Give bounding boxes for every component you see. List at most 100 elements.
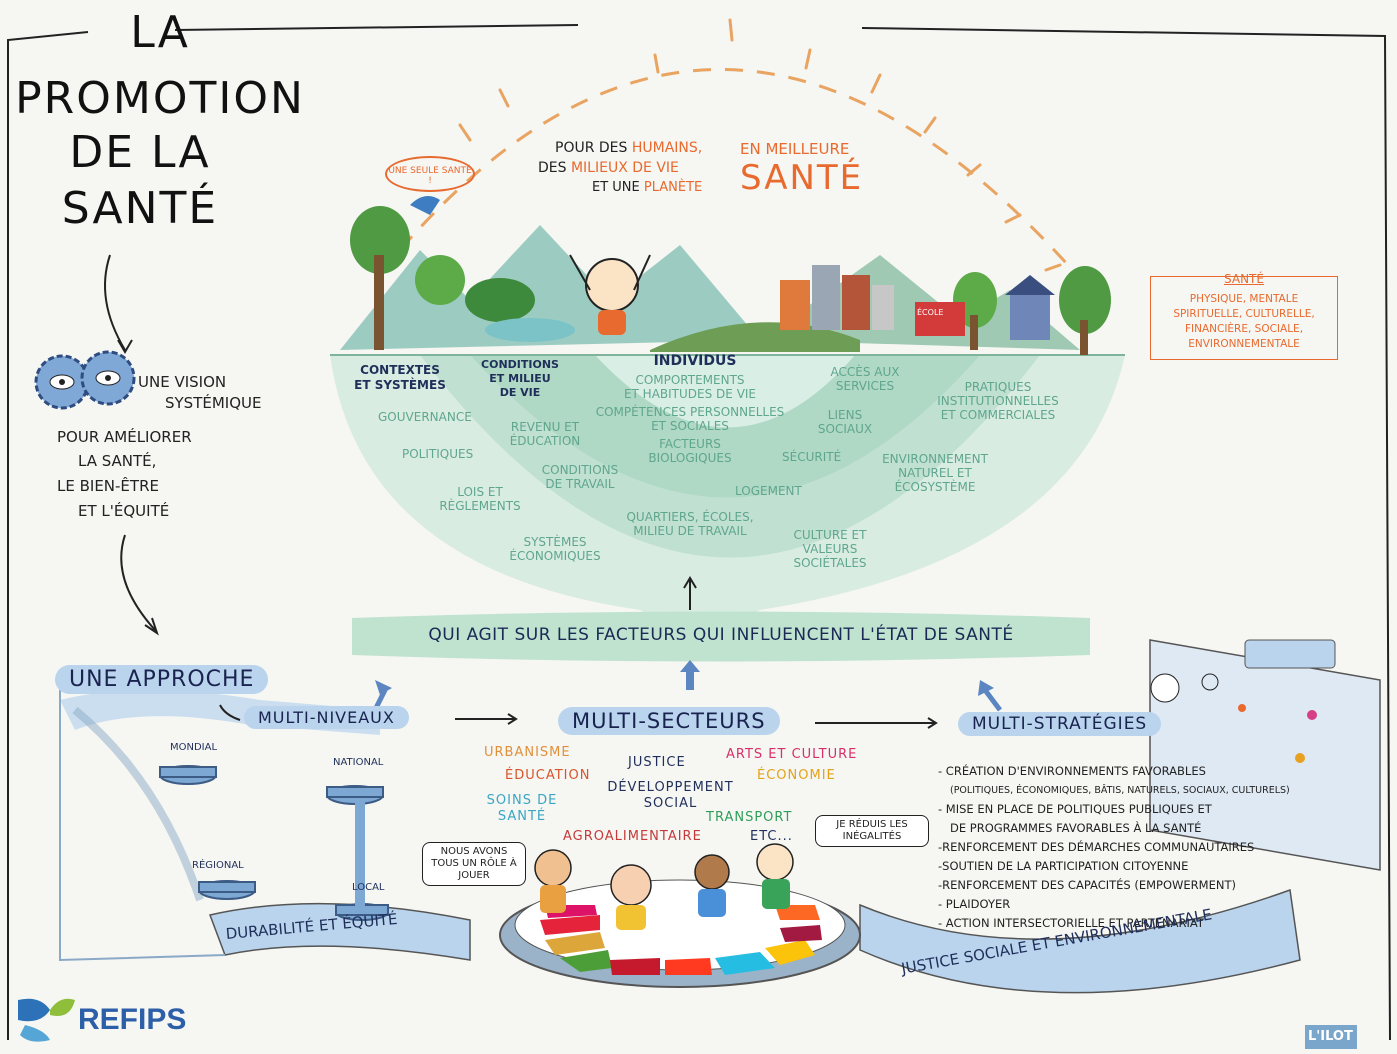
school-sign: ÉCOLE <box>917 308 944 317</box>
institutional-practices-2: INSTITUTIONNELLES <box>937 394 1059 408</box>
access-services-1: ACCÈS AUX <box>830 365 900 379</box>
level-regional: RÉGIONAL <box>192 860 244 871</box>
strategy-2-detail: DE PROGRAMMES FAVORABLES À LA SANTÉ <box>950 821 1202 835</box>
health-box-title: SANTÉ <box>1224 272 1264 286</box>
vision-goal-2: LA SANTÉ, <box>78 452 157 470</box>
sector-economy: ÉCONOMIE <box>757 768 836 783</box>
level-local: LOCAL <box>352 882 385 893</box>
income-education: REVENU ET ÉDUCATION <box>490 420 600 448</box>
security: SÉCURITÉ <box>782 450 842 464</box>
natural-environment-3: ÉCOSYSTÈME <box>894 480 976 494</box>
housing: LOGEMENT <box>735 484 802 498</box>
culture-values-1: CULTURE ET <box>793 528 867 542</box>
vision-goal-1: POUR AMÉLIORER <box>57 428 192 446</box>
role-speech-bubble: NOUS AVONS TOUS UN RÔLE À JOUER <box>422 842 526 886</box>
contexts-title-2: ET SYSTÈMES <box>354 378 446 392</box>
economic-systems-2: ÉCONOMIQUES <box>509 549 601 563</box>
natural-environment: ENVIRONNEMENT NATUREL ET ÉCOSYSTÈME <box>880 452 990 494</box>
strategy-1-detail: (POLITIQUES, ÉCONOMIQUES, BÂTIS, NATUREL… <box>950 785 1290 796</box>
culture-values-2: VALEURS <box>802 542 858 556</box>
strategy-1: - CRÉATION D'ENVIRONNEMENTS FAVORABLES <box>938 764 1206 778</box>
level-national: NATIONAL <box>333 757 384 768</box>
health-dimensions-box <box>1150 276 1338 360</box>
work-conditions-2: DE TRAVAIL <box>545 477 615 491</box>
slogan-better: EN MEILLEURE <box>740 140 850 158</box>
multi-sectors-pill: MULTI-SECTEURS <box>558 707 780 735</box>
sector-care: SOINS DE SANTÉ <box>482 793 562 825</box>
access-services-2: SERVICES <box>835 379 895 393</box>
policies: POLITIQUES <box>402 447 474 461</box>
ind-skills: COMPÉTENCES PERSONNELLES ET SOCIALES <box>595 405 785 433</box>
contexts-title-1: CONTEXTES <box>360 363 440 377</box>
social-ties-1: LIENS <box>827 408 863 422</box>
neighborhoods-1: QUARTIERS, ÉCOLES, <box>626 510 754 524</box>
approach-pill: UNE APPROCHE <box>55 665 269 694</box>
slogan-line-1: POUR DES HUMAINS, <box>555 140 702 156</box>
institutional-practices: PRATIQUES INSTITUTIONNELLES ET COMMERCIA… <box>928 380 1068 422</box>
contexts-title: CONTEXTES ET SYSTÈMES <box>345 363 455 393</box>
health-box-line-4: ENVIRONNEMENTALE <box>1188 338 1300 350</box>
sector-agrifood: AGROALIMENTAIRE <box>563 829 702 844</box>
sector-justice: JUSTICE <box>628 755 686 770</box>
institutional-practices-3: ET COMMERCIALES <box>940 408 1056 422</box>
ind-behaviors: COMPORTEMENTS ET HABITUDES DE VIE <box>600 373 780 401</box>
laws: LOIS ET RÈGLEMENTS <box>425 485 535 513</box>
governance: GOUVERNANCE <box>378 410 472 424</box>
strategy-4: -SOUTIEN DE LA PARTICIPATION CITOYENNE <box>938 859 1189 873</box>
strategy-7: - ACTION INTERSECTORIELLE ET PARTENARIAT <box>938 916 1204 930</box>
sector-care-2: SANTÉ <box>497 809 547 824</box>
conditions-title-1: CONDITIONS <box>481 358 559 371</box>
neighborhoods-2: MILIEU DE TRAVAIL <box>633 524 747 538</box>
vision-label-2: SYSTÉMIQUE <box>165 394 262 412</box>
slogan-milieux: MILIEUX DE VIE <box>570 160 679 176</box>
culture-values-3: SOCIÉTALES <box>793 556 867 570</box>
slogan-text-2: DES <box>538 160 567 176</box>
laws-1: LOIS ET <box>457 485 503 499</box>
strategy-2: - MISE EN PLACE DE POLITIQUES PUBLIQUES … <box>938 802 1212 816</box>
natural-environment-2: NATUREL ET <box>898 466 972 480</box>
ind-skills-2: ET SOCIALES <box>651 419 729 433</box>
individuals-title: INDIVIDUS <box>653 353 737 369</box>
vision-goal-4: ET L'ÉQUITÉ <box>78 502 170 520</box>
sun-arc <box>398 68 1092 291</box>
social-ties: LIENS SOCIAUX <box>800 408 890 436</box>
sector-arts: ARTS ET CULTURE <box>726 747 858 762</box>
refips-logo-text: REFIPS <box>78 1003 187 1036</box>
economic-systems-1: SYSTÈMES <box>523 535 587 549</box>
main-banner: QUI AGIT SUR LES FACTEURS QUI INFLUENCEN… <box>428 625 1014 645</box>
natural-environment-1: ENVIRONNEMENT <box>882 452 988 466</box>
culture-values: CULTURE ET VALEURS SOCIÉTALES <box>775 528 885 570</box>
strategy-6: - PLAIDOYER <box>938 897 1011 911</box>
social-ties-2: SOCIAUX <box>817 422 873 436</box>
health-box-line-2: SPIRITUELLE, CULTURELLE, <box>1173 308 1315 320</box>
sector-transport: TRANSPORT <box>706 810 793 825</box>
institutional-practices-1: PRATIQUES <box>964 380 1032 394</box>
income-education-2: ÉDUCATION <box>509 434 581 448</box>
neighborhoods: QUARTIERS, ÉCOLES, MILIEU DE TRAVAIL <box>610 510 770 538</box>
sector-education: ÉDUCATION <box>505 768 591 783</box>
ind-skills-1: COMPÉTENCES PERSONNELLES <box>595 405 785 419</box>
vision-label-1: UNE VISION <box>138 373 227 391</box>
slogan-text-3: ET UNE <box>592 180 640 195</box>
strategy-5: -RENFORCEMENT DES CAPACITÉS (EMPOWERMENT… <box>938 878 1236 892</box>
ind-biological-1: FACTEURS <box>659 437 721 451</box>
title-line-2: PROMOTION <box>15 73 305 124</box>
sector-social-dev-2: SOCIAL <box>643 796 698 811</box>
health-box-line-3: FINANCIÈRE, SOCIALE, <box>1184 323 1304 335</box>
ilot-logo: L'ILOT <box>1308 1029 1353 1044</box>
health-box-line-1: PHYSIQUE, MENTALE <box>1189 293 1299 305</box>
ind-behaviors-1: COMPORTEMENTS <box>635 373 745 387</box>
multi-levels-pill: MULTI-NIVEAUX <box>244 706 409 729</box>
work-conditions-1: CONDITIONS <box>541 463 619 477</box>
slogan-humans: HUMAINS, <box>631 140 703 156</box>
inequality-speech-bubble: JE RÉDUIS LES INÉGALITÉS <box>815 815 929 847</box>
slogan-health: SANTÉ <box>740 158 864 198</box>
laws-2: RÈGLEMENTS <box>439 499 521 513</box>
ind-biological-2: BIOLOGIQUES <box>648 451 732 465</box>
sector-social-dev-1: DÉVELOPPEMENT <box>607 780 734 795</box>
conditions-title: CONDITIONS ET MILIEU DE VIE <box>470 358 570 400</box>
work-conditions: CONDITIONS DE TRAVAIL <box>525 463 635 491</box>
one-health-bubble: UNE SEULE SANTÉ ! <box>385 156 475 192</box>
